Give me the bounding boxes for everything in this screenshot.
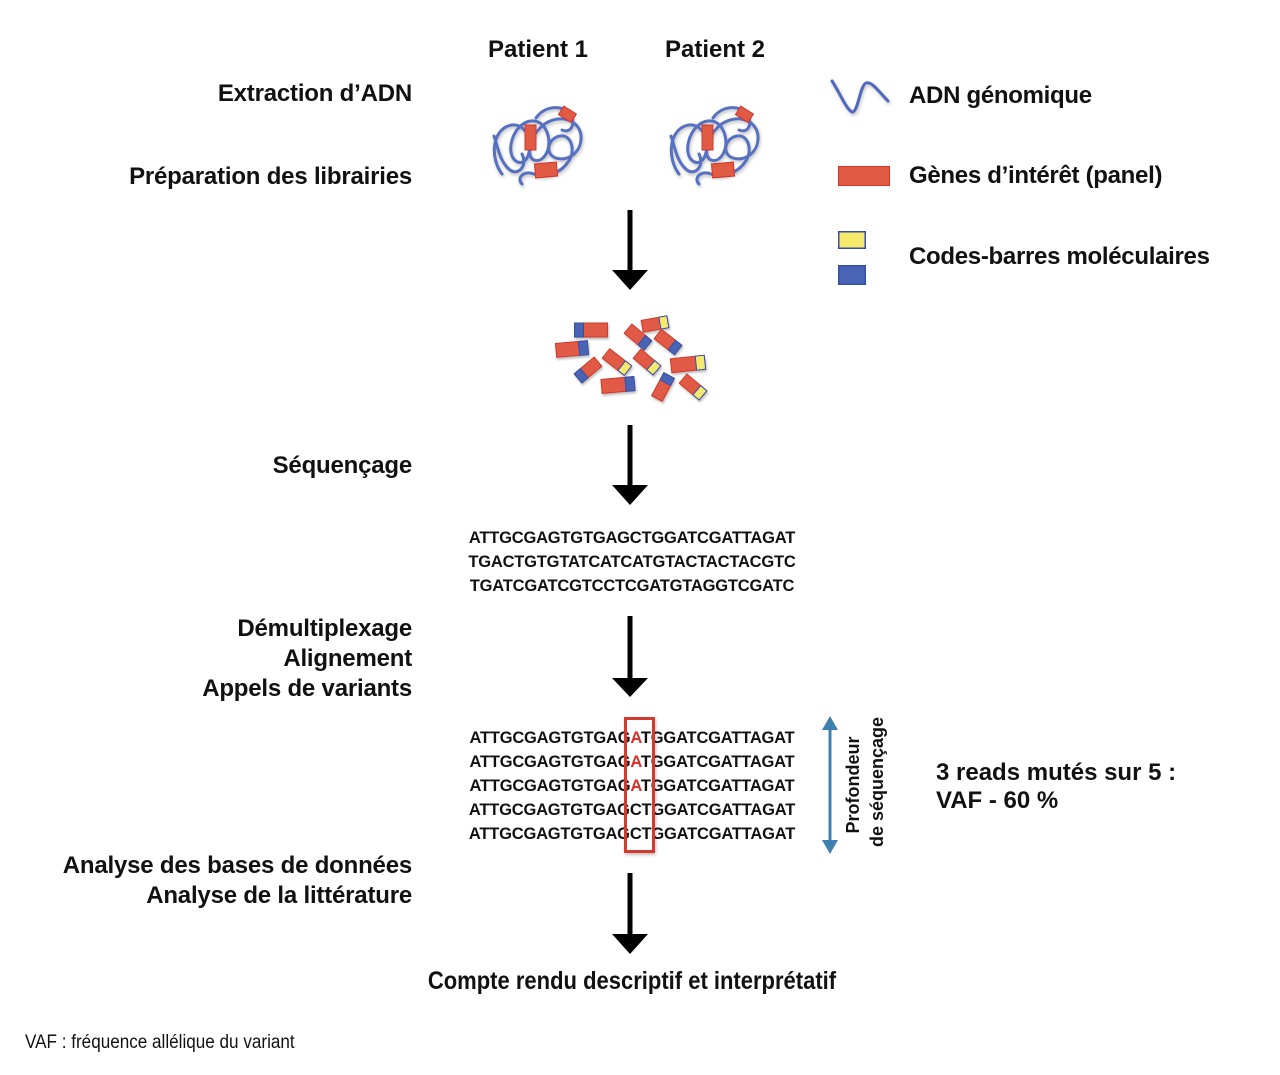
variant-base: A: [630, 777, 641, 795]
legend-barcode-blue-icon: [838, 265, 866, 285]
step-sequencing: Séquençage: [272, 452, 413, 479]
read-prefix: ATTGCGAGTGTGAG: [468, 825, 630, 843]
step-library-prep: Préparation des librairies: [129, 163, 412, 190]
final-report-label: Compte rendu descriptif et interprétatif: [427, 967, 837, 995]
read-suffix: TGGATCGATTAGAT: [641, 801, 796, 819]
legend-dna-squiggle-icon: [830, 79, 890, 114]
step-extraction: Extraction d’ADN: [217, 80, 412, 107]
step-demultiplexing: Démultiplexage: [237, 615, 412, 642]
genomic-dna-patient-1-icon: [492, 105, 583, 186]
step-literature-analysis: Analyse de la littérature: [146, 882, 412, 909]
fragment-icon: [601, 347, 633, 377]
footnote: VAF : fréquence allélique du variant: [25, 1032, 295, 1053]
fragment-icon: [669, 354, 707, 374]
read-prefix: ATTGCGAGTGTGAG: [469, 777, 631, 795]
fragment-icon: [650, 372, 676, 402]
fragment-icon: [573, 356, 603, 384]
fragment-icon: [632, 348, 662, 376]
arrow-down-icon: [612, 873, 648, 954]
depth-label-line-1: Profondeur: [843, 736, 863, 834]
vaf-value: VAF - 60 %: [936, 787, 1059, 814]
step-alignment: Alignement: [283, 645, 412, 672]
read-suffix: TGGATCGATTAGAT: [640, 753, 795, 771]
fragment-icon: [554, 340, 590, 358]
fragment-icon: [640, 315, 670, 333]
library-fragments-icon: [554, 315, 708, 402]
legend-genes-label: Gènes d’intérêt (panel): [909, 162, 1163, 189]
read-prefix: ATTGCGAGTGTGAG: [469, 753, 631, 771]
legend-gene-rect-icon: [838, 166, 890, 186]
read-suffix: TGGATCGATTAGAT: [640, 777, 795, 795]
sequencing-depth-arrow-icon: [822, 716, 838, 854]
arrow-down-icon: [612, 210, 648, 290]
variant-base: C: [629, 801, 642, 819]
read-prefix: ATTGCGAGTGTGAG: [468, 801, 630, 819]
vaf-reads-count: 3 reads mutés sur 5 :: [936, 759, 1177, 786]
variant-base: C: [629, 825, 642, 843]
vaf-summary: 3 reads mutés sur 5 : VAF - 60 %: [936, 759, 1176, 815]
step-variant-calling: Appels de variants: [202, 675, 412, 702]
read-suffix: TGGATCGATTAGAT: [641, 825, 796, 843]
variant-base: A: [630, 729, 641, 747]
fragment-icon: [574, 322, 608, 338]
patient-1-label: Patient 1: [487, 36, 589, 63]
variant-base: A: [630, 753, 641, 771]
fragment-icon: [623, 323, 653, 351]
legend-barcodes-label: Codes-barres moléculaires: [909, 243, 1210, 270]
step-database-analysis: Analyse des bases de données: [62, 852, 412, 879]
genomic-dna-patient-2-icon: [669, 105, 760, 186]
sequencing-read: TGACTGTGTATCATCATGTACTACTACGTC: [468, 553, 796, 571]
sequencing-depth-label: Profondeur de séquençage: [841, 716, 889, 847]
depth-label-line-2: de séquençage: [867, 716, 887, 847]
step-interpretation: Analyse des bases de données Analyse de …: [63, 851, 412, 911]
read-suffix: TGGATCGATTAGAT: [640, 729, 795, 747]
sequencing-read: TGATCGATCGTCCTCGATGTAGGTCGATC: [469, 577, 795, 595]
fragment-icon: [600, 376, 636, 394]
aligned-reads: ATTGCGAGTGTGAGATGGATCGATTAGAT ATTGCGAGTG…: [432, 726, 832, 846]
arrow-down-icon: [612, 425, 648, 505]
aligned-read: ATTGCGAGTGTGAGATGGATCGATTAGAT: [432, 726, 832, 750]
legend-barcode-yellow-icon: [838, 231, 866, 249]
aligned-read: ATTGCGAGTGTGAGCTGGATCGATTAGAT: [432, 822, 832, 846]
variant-highlight-box: [624, 717, 655, 853]
fragment-icon: [678, 373, 708, 401]
fragment-icon: [653, 328, 683, 356]
arrow-down-icon: [612, 616, 648, 697]
sequencing-reads: ATTGCGAGTGTGAGCTGGATCGATTAGAT TGACTGTGTA…: [432, 526, 832, 598]
aligned-read: ATTGCGAGTGTGAGATGGATCGATTAGAT: [432, 774, 832, 798]
aligned-read: ATTGCGAGTGTGAGCTGGATCGATTAGAT: [432, 798, 832, 822]
sequencing-read: ATTGCGAGTGTGAGCTGGATCGATTAGAT: [468, 529, 796, 547]
legend-genomic-dna-label: ADN génomique: [909, 82, 1092, 109]
read-prefix: ATTGCGAGTGTGAG: [469, 729, 631, 747]
step-analysis: Démultiplexage Alignement Appels de vari…: [202, 614, 412, 704]
patient-2-label: Patient 2: [664, 36, 766, 63]
aligned-read: ATTGCGAGTGTGAGATGGATCGATTAGAT: [432, 750, 832, 774]
